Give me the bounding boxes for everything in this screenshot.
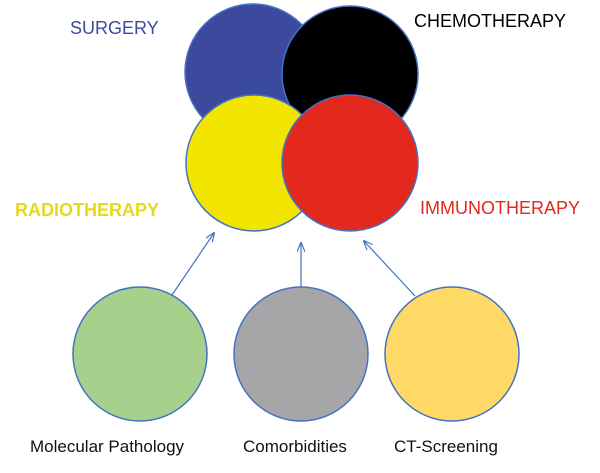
chemotherapy-label: CHEMOTHERAPY <box>414 11 567 31</box>
surgery-label: SURGERY <box>70 18 159 38</box>
immunotherapy-circle <box>281 94 419 232</box>
ct-screening-arrow <box>364 241 416 297</box>
molecular-pathology-circle <box>72 286 208 422</box>
ct-screening-label: CT-Screening <box>394 437 498 456</box>
molecular-pathology-arrow <box>171 233 214 296</box>
radiotherapy-label: RADIOTHERAPY <box>15 200 160 220</box>
ct-screening-circle <box>384 286 520 422</box>
molecular-pathology-label: Molecular Pathology <box>30 437 185 456</box>
comorbidities-label: Comorbidities <box>243 437 347 456</box>
immunotherapy-label: IMMUNOTHERAPY <box>420 198 581 218</box>
comorbidities-circle <box>233 286 369 422</box>
